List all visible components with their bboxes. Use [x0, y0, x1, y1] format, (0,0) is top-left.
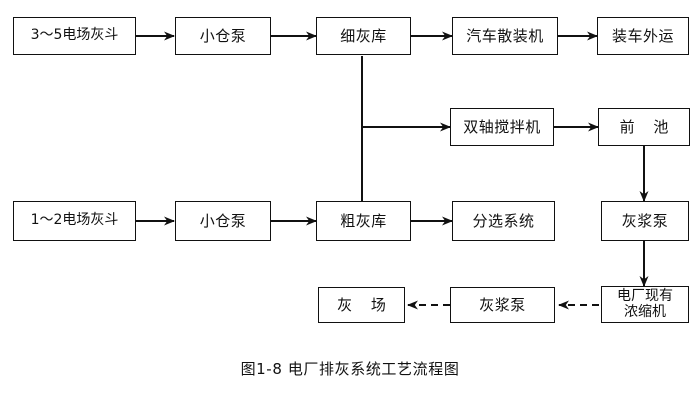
node-hopper-35[interactable]: 3～5电场灰斗	[13, 17, 136, 55]
node-truck-bulk-loader[interactable]: 汽车散装机	[452, 17, 558, 55]
node-pump-bottom[interactable]: 小仓泵	[175, 201, 271, 241]
node-existing-thickener[interactable]: 电厂现有 浓缩机	[601, 286, 689, 323]
node-truck-outbound[interactable]: 装车外运	[597, 17, 689, 55]
node-twin-shaft-mixer[interactable]: 双轴搅拌机	[450, 108, 554, 146]
figure-caption: 图1-8 电厂排灰系统工艺流程图	[240, 360, 460, 378]
node-hopper-12[interactable]: 1～2电场灰斗	[13, 201, 136, 241]
node-ash-yard[interactable]: 灰 场	[318, 287, 405, 323]
node-fine-ash-silo[interactable]: 细灰库	[316, 17, 411, 55]
node-coarse-ash-silo[interactable]: 粗灰库	[316, 201, 411, 241]
node-pump-top[interactable]: 小仓泵	[175, 17, 271, 55]
node-slurry-pump-right[interactable]: 灰浆泵	[601, 201, 689, 241]
node-forebay[interactable]: 前 池	[598, 108, 690, 146]
node-sorting-system[interactable]: 分选系统	[452, 201, 555, 241]
node-slurry-pump-bottom[interactable]: 灰浆泵	[450, 287, 555, 323]
